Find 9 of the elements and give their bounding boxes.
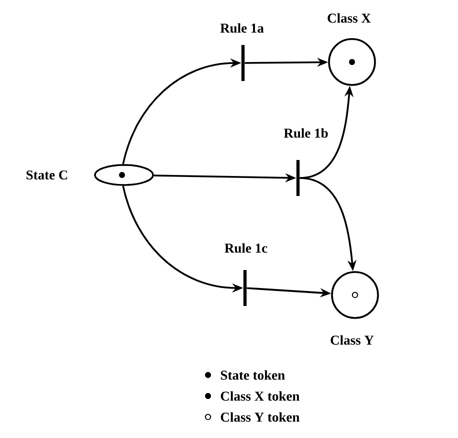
node-label: State C (26, 170, 68, 180)
legend-item: Class X token (205, 391, 300, 401)
legend-item: Class Y token (204, 412, 300, 422)
node-label: Rule 1c (224, 243, 268, 253)
node-label: Class X (328, 13, 371, 23)
node-label: Rule 1b (284, 128, 328, 138)
node-label: Rule 1a (220, 23, 264, 33)
node-label: Class Y (330, 335, 374, 345)
legend-item: State token (205, 370, 285, 380)
